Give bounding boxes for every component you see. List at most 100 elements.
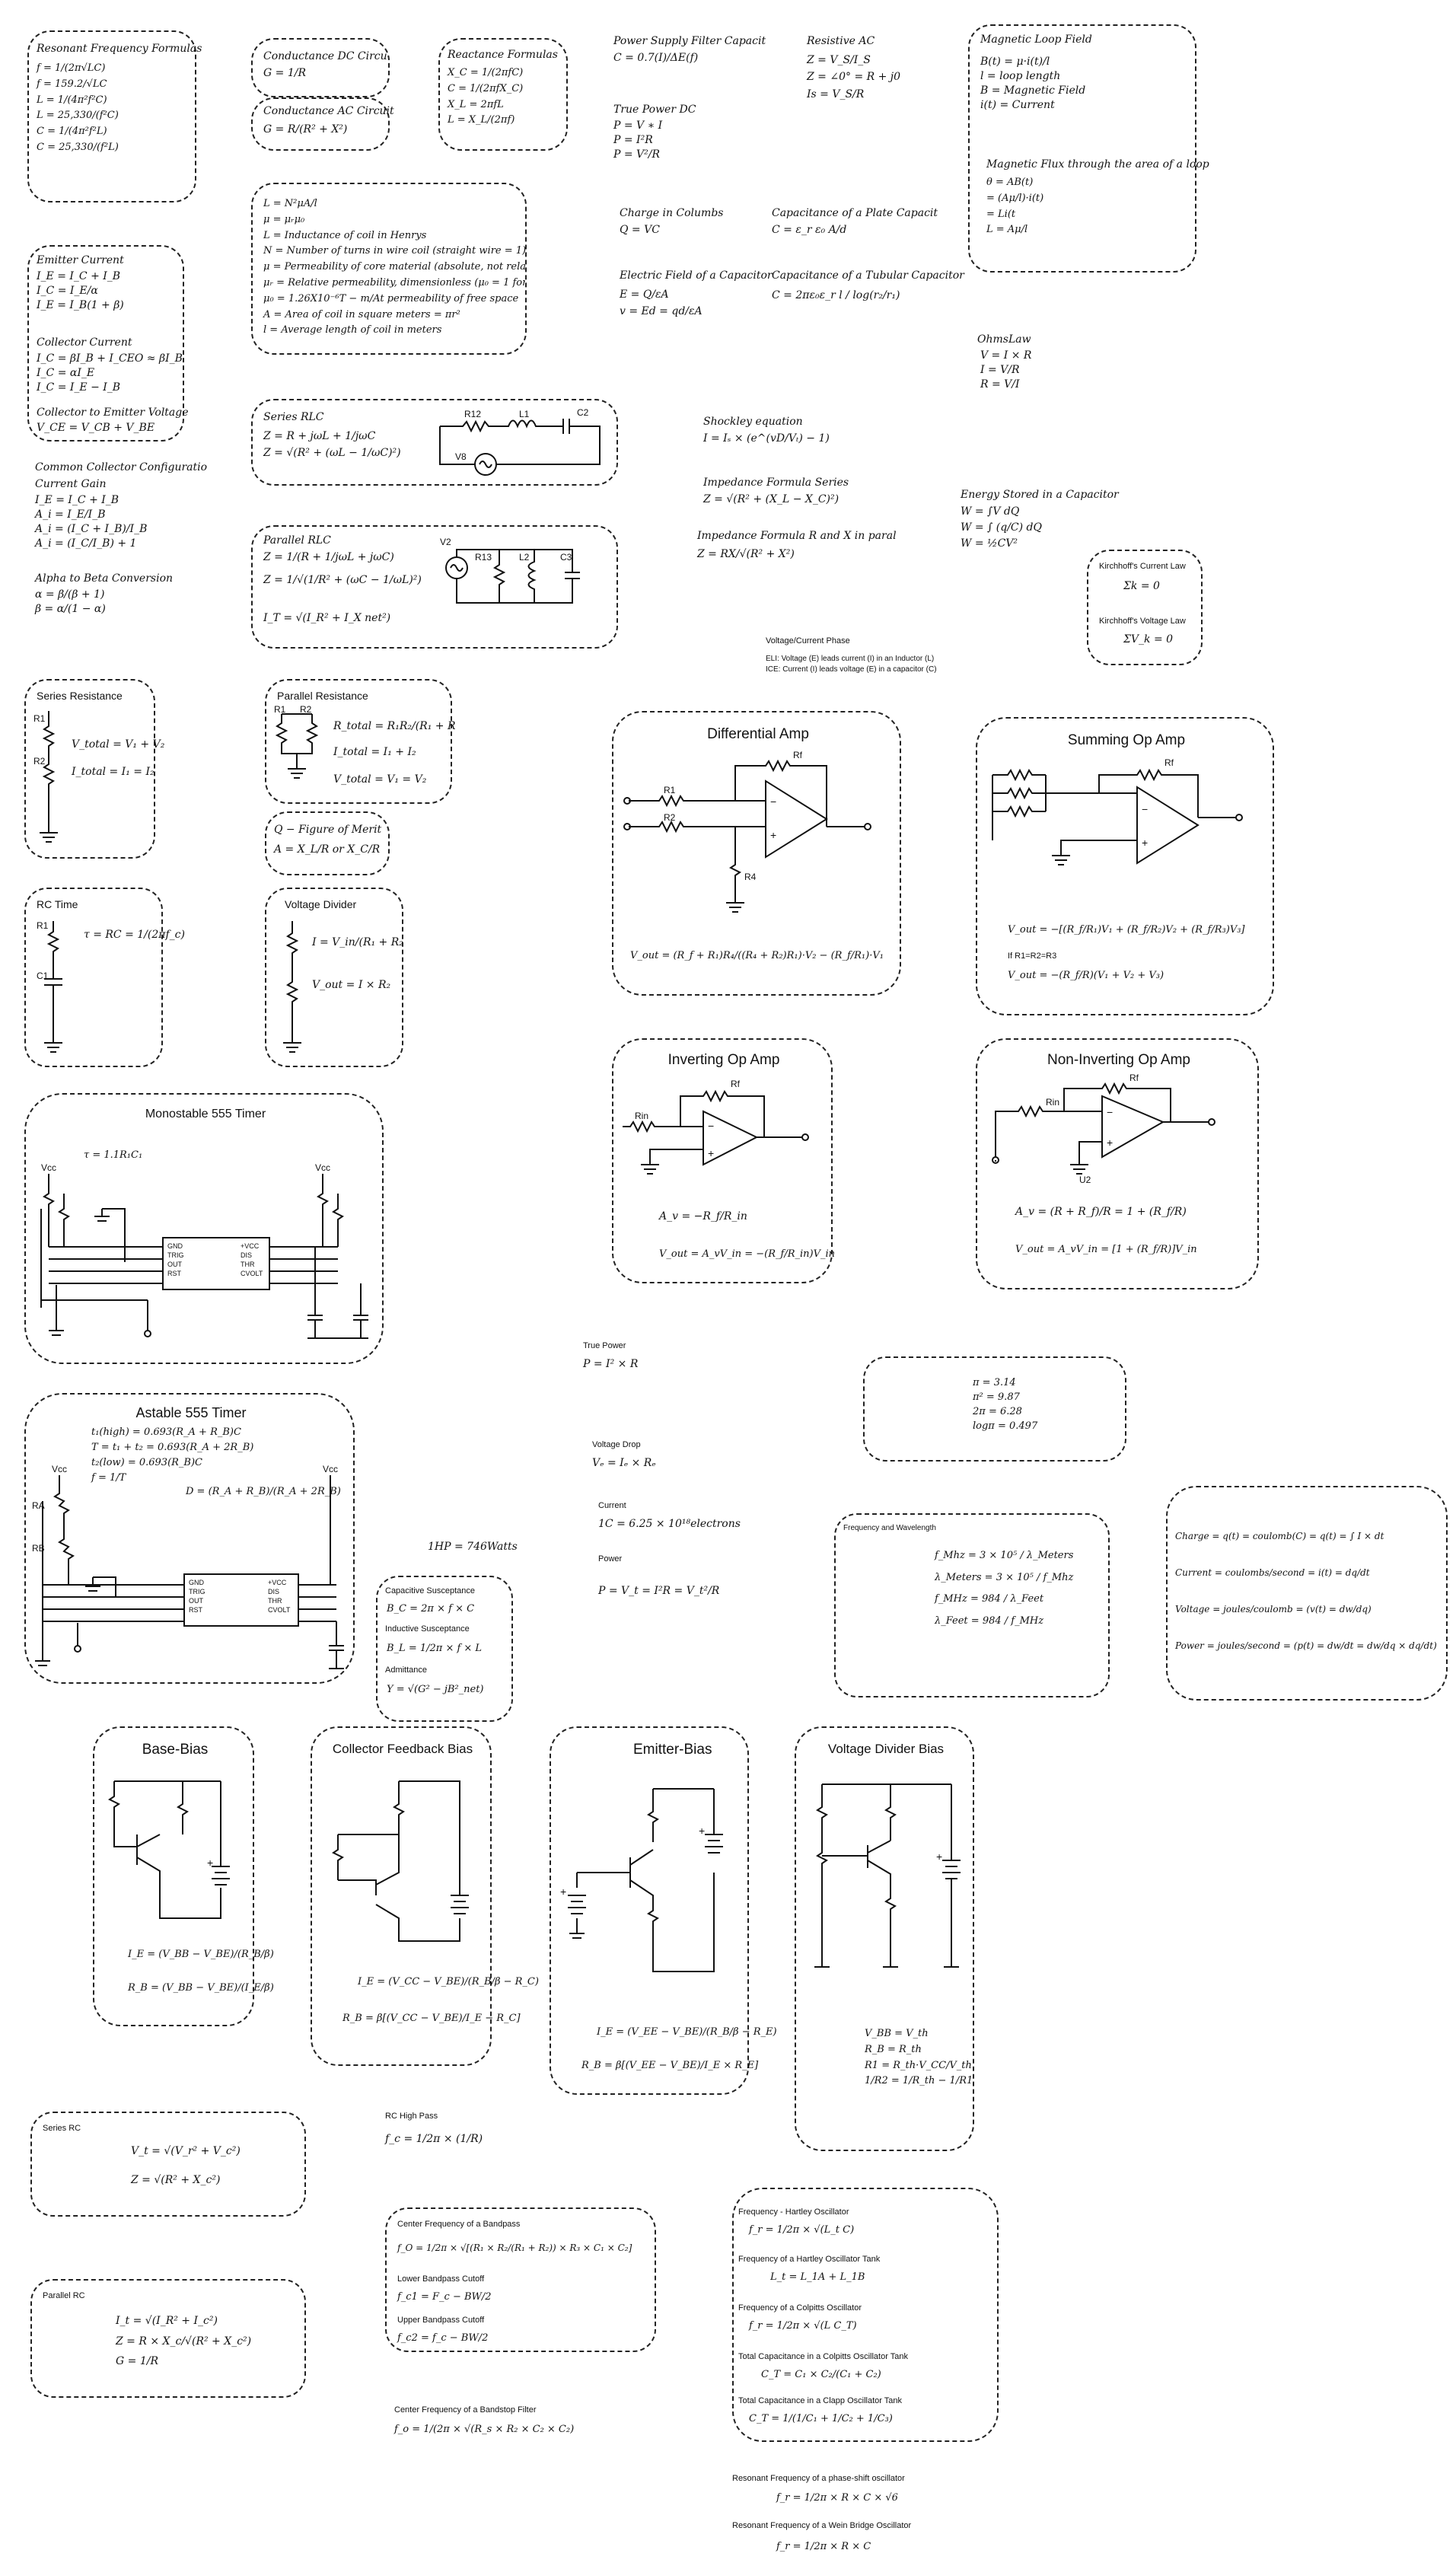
charge-title: Charge in Columbs	[620, 207, 724, 219]
magnetic-flux-title: Magnetic Flux through the area of a loop	[986, 158, 1209, 171]
parallel-rlc-f2: Z = 1/√(1/R² + (ωC − 1/ωL)²)	[263, 574, 422, 586]
svg-text:+: +	[708, 1147, 714, 1159]
phase-title: Voltage/Current Phase	[766, 636, 850, 645]
pin-thr: THR	[268, 1597, 282, 1605]
series-rlc-title: Series RLC	[263, 411, 324, 423]
magnetic-loop-formulas: B(t) = μ·i(t)/l l = loop length B = Magn…	[980, 55, 1085, 113]
summing-amp-note: If R1=R2=R3	[1008, 951, 1057, 961]
clapp-title: Total Capacitance in a Clapp Oscillator …	[738, 2396, 903, 2405]
formula-line: C = 1/(2πfX_C)	[448, 82, 524, 94]
formula-line: R = V/I	[980, 378, 1020, 390]
svg-text:+: +	[1107, 1136, 1113, 1149]
parallel-resistance-title: Parallel Resistance	[277, 690, 368, 702]
l1-label: L1	[519, 409, 530, 419]
formula-line: μ = μᵣμ₀	[263, 213, 305, 225]
capacitive-susceptance-title: Capacitive Susceptance	[385, 1586, 476, 1595]
kcl-title: Kirchhoff's Current Law	[1099, 562, 1186, 571]
kvl-title: Kirchhoff's Voltage Law	[1099, 617, 1186, 626]
formula-line: I_t = √(I_R² + I_c²)	[116, 2315, 218, 2327]
collector-current-title: Collector Current	[37, 336, 132, 349]
freq-wave-box: Frequency and Wavelength f_Mhz = 3 × 10⁵…	[834, 1513, 1110, 1697]
series-resistance-box: Series Resistance R1 R2 V_total = V₁ + V…	[24, 679, 164, 859]
noninverting-amp-box: Non-Inverting Op Amp −+ Rf Rin U2 A_v = …	[976, 1038, 1259, 1289]
reactance-title: Reactance Formulas	[448, 49, 558, 61]
c3-label: C3	[560, 552, 572, 563]
formula-line: λ_Feet = 984 / f_MHz	[935, 1615, 1044, 1627]
summing-amp-formula2: V_out = −(R_f/R)(V₁ + V₂ + V₃)	[1008, 970, 1164, 981]
efield-formulas: E = Q/εA v = Ed = qd/εA	[620, 286, 703, 320]
hartley-formula: f_r = 1/2π × √(L_t C)	[749, 2224, 855, 2236]
formula-line: B(t) = μ·i(t)/l	[980, 56, 1050, 68]
rf-label: Rf	[731, 1079, 741, 1089]
conductance-ac-box: Conductance AC Circuit G = R/(R² + X²)	[251, 97, 394, 151]
ohms-formulas: V = I × R I = V/R R = V/I	[980, 349, 1031, 392]
true-power-dc-title: True Power DC	[613, 104, 696, 116]
vcc-label-right: Vcc	[315, 1162, 330, 1173]
r1-label: R1	[664, 785, 676, 795]
series-resistance-schematic: R1 R2	[33, 711, 58, 843]
rc-time-formula: τ = RC = 1/(2πf_c)	[84, 929, 185, 941]
phase-shift-formula: f_r = 1/2π × R × C × √6	[776, 2492, 898, 2504]
voltage-divider-box: Voltage Divider I = V_in/(R₁ + R₂ V_out …	[265, 888, 403, 1067]
lower-cutoff-title: Lower Bandpass Cutoff	[397, 2274, 485, 2284]
pin-dis: DIS	[241, 1251, 252, 1259]
q-factor-box: Q − Figure of Merit A = X_L/R or X_C/R	[265, 811, 390, 875]
colpitts-tank-title: Total Capacitance in a Colpitts Oscillat…	[738, 2352, 908, 2361]
constant-pi: π = 3.14	[973, 1377, 1016, 1388]
voltage-divider-schematic	[283, 921, 301, 1053]
noninverting-amp-title: Non-Inverting Op Amp	[1047, 1052, 1190, 1068]
formula-line: W = ∫V dQ	[961, 505, 1020, 518]
pin-rst: RST	[189, 1606, 203, 1614]
formula-line: R1 = R_th·V_CC/V_th	[865, 2059, 972, 2071]
summing-amp-formula1: V_out = −[(R_f/R₁)V₁ + (R_f/R₂)V₂ + (R_f…	[1008, 924, 1245, 936]
tubular-cap-formula: C = 2πε₀ε_r l / log(r₂/r₁)	[772, 289, 900, 301]
formula-line: l = Average length of coil in meters	[263, 324, 442, 336]
noninverting-amp-vout: V_out = A_vV_in = [1 + (R_f/R)]V_in	[1015, 1244, 1197, 1255]
bandpass-box: Center Frequency of a Bandpass f_O = 1/2…	[385, 2207, 656, 2352]
diff-amp-schematic: −+ Rf R1 R2 R4	[623, 750, 871, 913]
svg-text:+: +	[770, 829, 776, 841]
emitter-bias-schematic: ++	[560, 1788, 723, 1972]
formula-line: Is = V_S/R	[807, 88, 865, 100]
conductance-dc-formula: G = 1/R	[263, 67, 306, 79]
diff-amp-title: Differential Amp	[707, 726, 809, 742]
r1-label: R1	[33, 713, 46, 724]
q-factor-title: Q − Figure of Merit	[274, 824, 382, 836]
collector-feedback-ie: I_E = (V_CC − V_BE)/(R_B/β − R_C)	[358, 1976, 539, 1987]
formula-line: L = 1/(4π²f²C)	[37, 94, 107, 106]
formula-line: Charge = q(t) = coulomb(C) = q(t) = ∫ I …	[1175, 1531, 1384, 1541]
r2-label: R2	[300, 704, 312, 715]
series-rc-vt: V_t = √(V_r² + V_c²)	[131, 2145, 241, 2157]
upper-cutoff-title: Upper Bandpass Cutoff	[397, 2316, 485, 2325]
series-rc-box: Series RC V_t = √(V_r² + V_c²) Z = √(R² …	[30, 2112, 306, 2217]
voltage-drop-formula: Vₑ = Iₑ × Rₑ	[592, 1457, 656, 1469]
parallel-resistance-i: I_total = I₁ + I₂	[333, 746, 416, 758]
parallel-resistance-box: Parallel Resistance R1 R2 R_total = R₁R₂…	[265, 679, 456, 804]
v2-label: V2	[440, 537, 451, 547]
formula-line: R_B = R_th	[865, 2043, 922, 2055]
inverting-amp-vout: V_out = A_vV_in = −(R_f/R_in)V_in	[659, 1248, 836, 1260]
vd-bias-title: Voltage Divider Bias	[827, 1742, 945, 1756]
diff-amp-formula: V_out = (R_f + R₁)R₄/((R₄ + R₂)R₁)·V₂ − …	[630, 950, 884, 961]
formula-line: β = α/(1 − α)	[35, 602, 106, 615]
series-rc-z: Z = √(R² + X_c²)	[131, 2174, 221, 2186]
colpitts-title: Frequency of a Colpitts Oscillator	[738, 2303, 862, 2313]
rf-label: Rf	[1164, 757, 1174, 768]
bandpass-title: Center Frequency of a Bandpass	[397, 2220, 521, 2229]
formula-line: μ = Permeability of core material (absol…	[263, 261, 527, 273]
parallel-resistance-v: V_total = V₁ = V₂	[333, 773, 427, 786]
formula-line: E = Q/εA	[620, 288, 669, 301]
formula-line: V_BB = V_th	[865, 2028, 929, 2039]
pin-vcc: +VCC	[268, 1579, 287, 1586]
rb-label: RB	[32, 1543, 45, 1554]
ohms-title: OhmsLaw	[977, 333, 1031, 346]
series-rlc-box: Series RLC Z = R + jωL + 1/jωC Z = √(R² …	[251, 399, 618, 486]
freq-wave-formulas: f_Mhz = 3 × 10⁵ / λ_Meters λ_Meters = 3 …	[935, 1545, 1073, 1632]
formula-line: f_MHz = 984 / λ_Feet	[935, 1593, 1044, 1605]
charge-defs-formulas: Charge = q(t) = coulomb(C) = q(t) = ∫ I …	[1175, 1518, 1437, 1664]
collector-feedback-schematic	[332, 1780, 469, 1942]
svg-text:−: −	[770, 795, 776, 808]
conductance-ac-formula: G = R/(R² + X²)	[263, 123, 348, 135]
formula-line: Z = R × X_c/√(R² + X_c²)	[116, 2335, 252, 2348]
formula-line: I_E = I_C + I_B	[35, 494, 119, 506]
